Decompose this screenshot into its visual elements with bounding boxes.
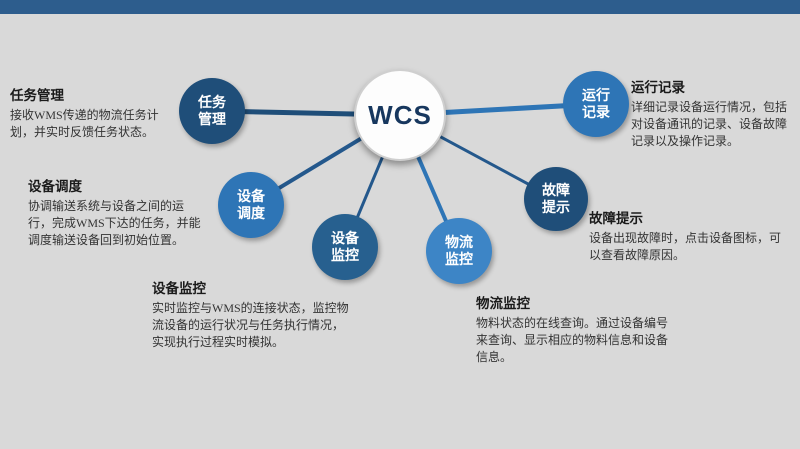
desc-operation-record: 运行记录 详细记录设备运行情况，包括对设备通讯的记录、设备故障记录以及操作记录。: [631, 76, 795, 150]
desc-fault-alert: 故障提示 设备出现故障时，点击设备图标，可以查看故障原因。: [589, 207, 781, 264]
desc-task-management-body: 接收WMS传递的物流任务计划，并实时反馈任务状态。: [10, 108, 159, 139]
desc-fault-alert-title: 故障提示: [589, 211, 643, 226]
desc-task-management-title: 任务管理: [10, 88, 64, 103]
node-logistics-monitoring-label-line2: 监控: [445, 251, 473, 267]
node-task-management-label-line2: 管理: [198, 111, 226, 127]
desc-equipment-monitoring-body: 实时监控与WMS的连接状态，监控物流设备的运行状况与任务执行情况，实现执行过程实…: [152, 301, 349, 349]
wcs-hub-label: WCS: [368, 99, 432, 130]
node-fault-alert-label-line2: 提示: [542, 199, 570, 215]
desc-logistics-monitoring: 物流监控 物料状态的在线查询。通过设备编号来查询、显示相应的物料信息和设备信息。: [476, 292, 678, 366]
top-accent-bar: [0, 0, 800, 14]
node-equipment-dispatch-label-line2: 调度: [237, 205, 265, 221]
wcs-hub: WCS: [354, 69, 446, 161]
node-equipment-dispatch-label-line1: 设备: [237, 187, 265, 204]
node-logistics-monitoring-label-line1: 物流: [445, 233, 473, 250]
desc-equipment-monitoring: 设备监控 实时监控与WMS的连接状态，监控物流设备的运行状况与任务执行情况，实现…: [152, 277, 350, 351]
node-equipment-monitoring-label-line2: 监控: [331, 247, 359, 263]
node-logistics-monitoring: 物流 监控: [426, 218, 492, 284]
desc-equipment-dispatch: 设备调度 协调输送系统与设备之间的运行，完成WMS下达的任务，并能调度输送设备回…: [28, 175, 202, 249]
node-fault-alert-label-line1: 故障: [542, 181, 570, 198]
desc-fault-alert-body: 设备出现故障时，点击设备图标，可以查看故障原因。: [589, 231, 782, 262]
node-operation-record-label-line2: 记录: [582, 104, 610, 120]
desc-operation-record-body: 详细记录设备运行情况，包括对设备通讯的记录、设备故障记录以及操作记录。: [631, 100, 788, 148]
node-operation-record-label-line1: 运行: [582, 86, 610, 103]
node-task-management-label-line1: 任务: [198, 93, 226, 110]
node-equipment-monitoring-label-line1: 设备: [331, 229, 359, 246]
desc-logistics-monitoring-title: 物流监控: [476, 296, 530, 311]
desc-equipment-dispatch-body: 协调输送系统与设备之间的运行，完成WMS下达的任务，并能调度输送设备回到初始位置…: [28, 199, 201, 247]
desc-equipment-monitoring-title: 设备监控: [152, 281, 206, 296]
desc-task-management: 任务管理 接收WMS传递的物流任务计划，并实时反馈任务状态。: [10, 84, 170, 141]
desc-equipment-dispatch-title: 设备调度: [28, 179, 82, 194]
node-task-management: 任务 管理: [179, 78, 245, 144]
node-equipment-dispatch: 设备 调度: [218, 172, 284, 238]
desc-logistics-monitoring-body: 物料状态的在线查询。通过设备编号来查询、显示相应的物料信息和设备信息。: [476, 316, 669, 364]
desc-operation-record-title: 运行记录: [631, 80, 685, 95]
node-fault-alert: 故障 提示: [524, 167, 588, 231]
node-operation-record: 运行 记录: [563, 71, 629, 137]
node-equipment-monitoring: 设备 监控: [312, 214, 378, 280]
